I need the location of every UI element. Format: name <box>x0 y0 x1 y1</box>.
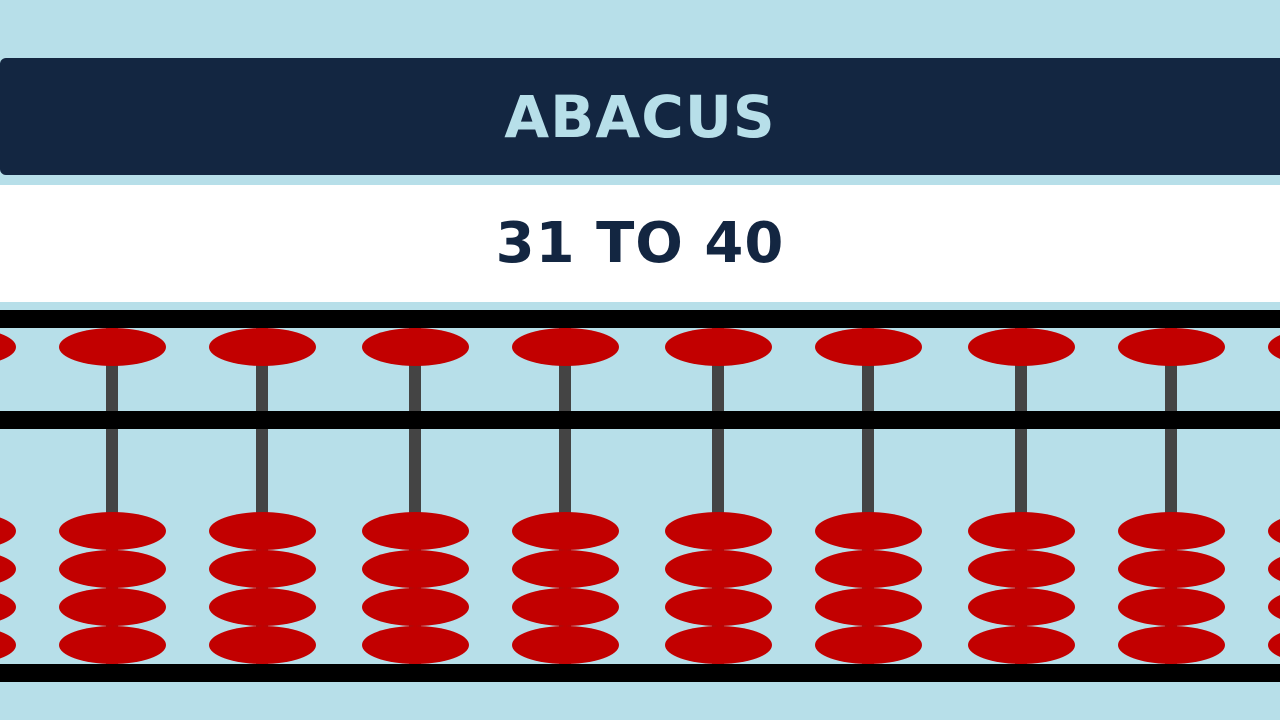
lower-bead[interactable] <box>968 588 1075 626</box>
lower-bead[interactable] <box>209 550 316 588</box>
subtitle-banner: 31 TO 40 <box>0 185 1280 302</box>
page-title: ABACUS <box>504 82 776 151</box>
upper-bead[interactable] <box>512 328 619 366</box>
lower-bead[interactable] <box>59 588 166 626</box>
lower-bead[interactable] <box>512 550 619 588</box>
lower-bead[interactable] <box>1118 626 1225 664</box>
lower-bead[interactable] <box>362 626 469 664</box>
upper-bead[interactable] <box>362 328 469 366</box>
lower-bead[interactable] <box>362 588 469 626</box>
lower-bead[interactable] <box>512 626 619 664</box>
lower-bead[interactable] <box>1268 550 1280 588</box>
upper-bead[interactable] <box>1268 328 1280 366</box>
lower-bead[interactable] <box>59 550 166 588</box>
title-banner: ABACUS <box>0 58 1280 175</box>
number-range: 31 TO 40 <box>495 211 785 276</box>
lower-bead[interactable] <box>968 626 1075 664</box>
lower-bead[interactable] <box>362 512 469 550</box>
lower-bead[interactable] <box>209 512 316 550</box>
lower-bead[interactable] <box>815 512 922 550</box>
upper-bead[interactable] <box>59 328 166 366</box>
upper-bead[interactable] <box>968 328 1075 366</box>
lower-bead[interactable] <box>1268 512 1280 550</box>
lower-bead[interactable] <box>665 550 772 588</box>
lower-bead[interactable] <box>815 550 922 588</box>
lower-bead[interactable] <box>1118 550 1225 588</box>
lower-bead[interactable] <box>209 588 316 626</box>
lower-bead[interactable] <box>815 588 922 626</box>
upper-bead[interactable] <box>0 328 16 366</box>
lower-bead[interactable] <box>362 550 469 588</box>
lower-bead[interactable] <box>1268 626 1280 664</box>
abacus-bottom-frame <box>0 664 1280 682</box>
lower-bead[interactable] <box>512 588 619 626</box>
lower-bead[interactable] <box>59 512 166 550</box>
lower-bead[interactable] <box>968 550 1075 588</box>
upper-bead[interactable] <box>1118 328 1225 366</box>
lower-bead[interactable] <box>59 626 166 664</box>
lower-bead[interactable] <box>665 626 772 664</box>
lower-bead[interactable] <box>665 512 772 550</box>
lower-bead[interactable] <box>1268 588 1280 626</box>
lower-bead[interactable] <box>815 626 922 664</box>
lower-bead[interactable] <box>968 512 1075 550</box>
lower-bead[interactable] <box>1118 588 1225 626</box>
upper-bead[interactable] <box>815 328 922 366</box>
lower-bead[interactable] <box>0 550 16 588</box>
lower-bead[interactable] <box>512 512 619 550</box>
abacus-top-frame <box>0 310 1280 328</box>
lower-bead[interactable] <box>209 626 316 664</box>
upper-bead[interactable] <box>209 328 316 366</box>
lower-bead[interactable] <box>0 588 16 626</box>
lower-bead[interactable] <box>0 626 16 664</box>
upper-bead[interactable] <box>665 328 772 366</box>
lower-bead[interactable] <box>1118 512 1225 550</box>
lower-bead[interactable] <box>0 512 16 550</box>
lower-bead[interactable] <box>665 588 772 626</box>
abacus-reckoning-bar <box>0 411 1280 429</box>
